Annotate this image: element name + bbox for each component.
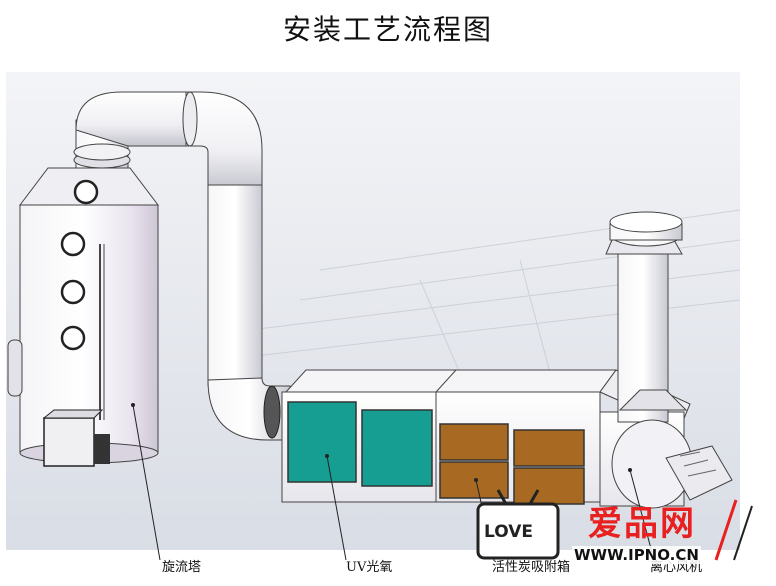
main-duct <box>182 91 291 441</box>
pump-unit <box>42 409 110 467</box>
centrifugal-fan <box>611 419 733 509</box>
leader-dot-uv <box>325 454 329 458</box>
leader-fan <box>629 469 655 561</box>
uv-panel-right <box>361 409 433 487</box>
inlet-duct <box>73 91 197 169</box>
tower-porthole-3 <box>60 279 86 305</box>
tower-porthole-4 <box>60 325 86 351</box>
love-tv-logo <box>476 489 560 560</box>
watermark-slash-icon <box>714 499 753 561</box>
tower-porthole-1 <box>73 179 99 205</box>
tower-porthole-2 <box>60 231 86 257</box>
label-activated-carbon-box: 活性炭吸附箱 <box>492 560 571 575</box>
carbon-panel-4 <box>513 467 585 505</box>
carbon-panel-2 <box>513 429 585 467</box>
watermark-brand: 爱品网 <box>588 504 696 544</box>
leader-uv <box>326 455 347 561</box>
carbon-panel-1 <box>439 423 509 461</box>
uv-panel-left <box>287 401 357 483</box>
leader-dot-fan <box>628 468 632 472</box>
label-uv-photo-oxygen: UV光氧 <box>346 560 393 575</box>
page-title: 安装工艺流程图 <box>282 13 493 46</box>
leader-cyclone <box>132 404 161 561</box>
watermark-url: WWW.IPNO.CN <box>572 546 701 564</box>
leader-dot-carbon <box>474 478 478 482</box>
love-badge-text: LOVE <box>484 522 533 542</box>
carbon-panels <box>439 423 585 505</box>
exhaust-chimney <box>605 211 688 423</box>
uv-panels <box>287 401 433 487</box>
label-cyclone-tower: 旋流塔 <box>162 560 202 575</box>
leader-dot-cyclone <box>131 403 135 407</box>
